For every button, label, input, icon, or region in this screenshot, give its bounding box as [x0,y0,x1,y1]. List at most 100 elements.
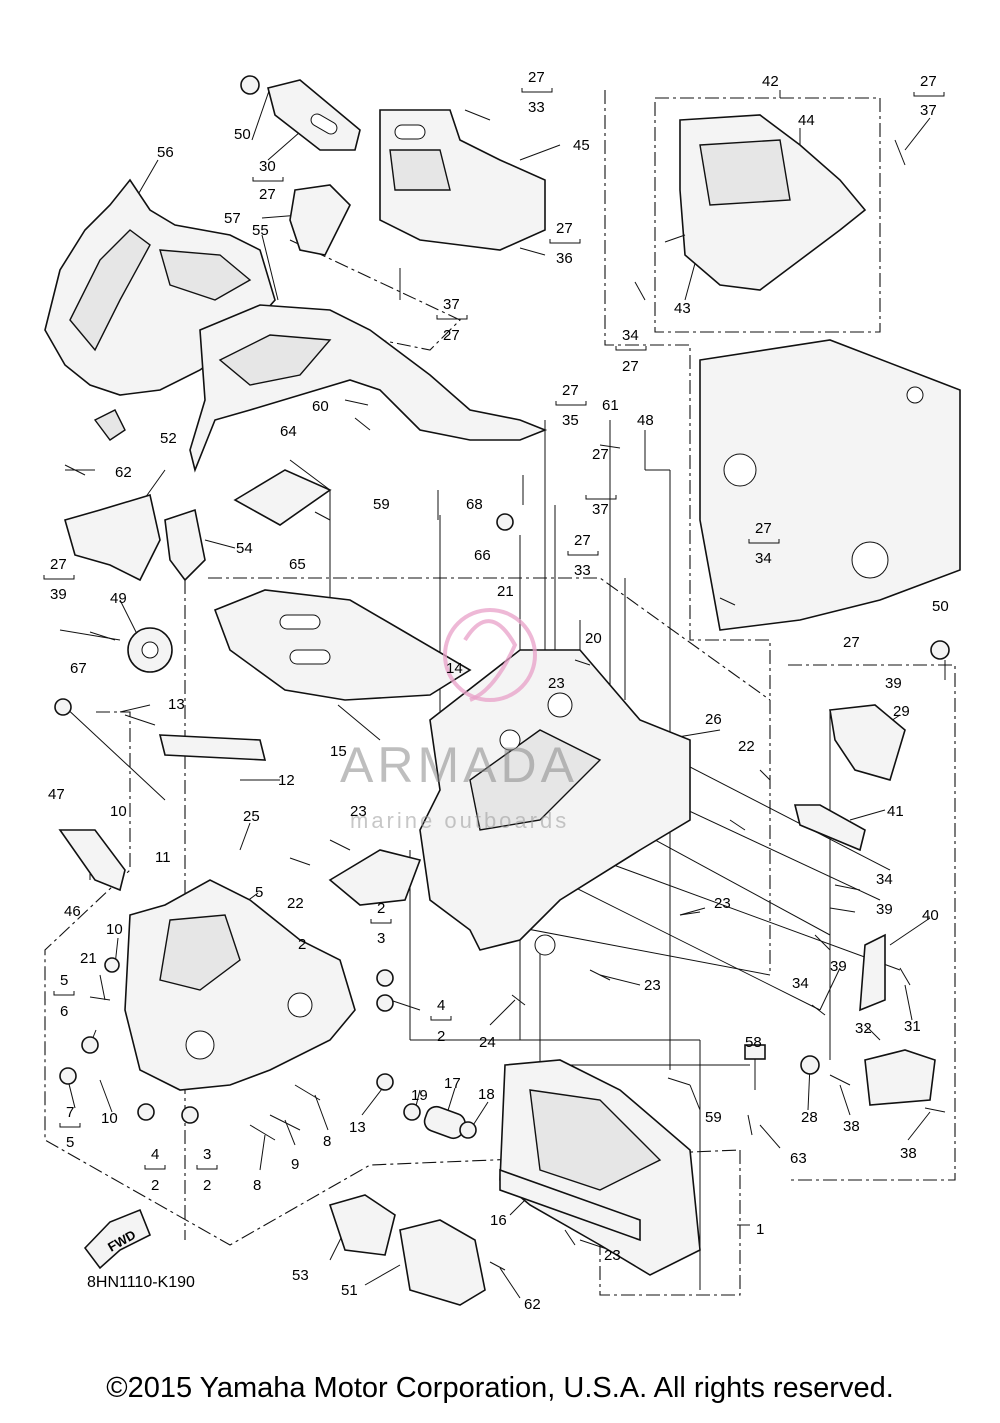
label-11: 11 [155,849,171,866]
label-6: 6 [60,1003,68,1020]
part-right-tunnel [699,339,961,631]
part-17-18-19-hose-parts [403,1103,477,1140]
label-21: 21 [80,950,97,967]
label-8: 8 [323,1133,331,1150]
copyright-notice: ©2015 Yamaha Motor Corporation, U.S.A. A… [106,1372,894,1404]
label-17: 17 [444,1075,461,1092]
part-45-handlebar-mount [379,109,546,251]
label-38: 38 [843,1118,860,1135]
part-32-guard [864,1049,936,1106]
part-55-tunnel-cover [189,304,548,473]
label-27: 27 [920,73,937,90]
label-12: 12 [278,772,295,789]
label-50: 50 [932,598,949,615]
label-23: 23 [644,977,661,994]
label-27: 27 [443,327,460,344]
part-57-plate [289,184,351,256]
label-63: 63 [790,1150,807,1167]
label-62: 62 [115,464,132,481]
label-26: 26 [705,711,722,728]
label-59: 59 [373,496,390,513]
label-28: 28 [801,1109,818,1126]
label-37: 37 [592,501,609,518]
label-2: 2 [151,1177,159,1194]
label-47: 47 [48,786,65,803]
label-57: 57 [224,210,241,227]
part-12-bushing-bar [158,734,267,761]
label-10: 10 [106,921,123,938]
watermark-tagline: marine outboards [350,808,569,833]
label-38: 38 [900,1145,917,1162]
label-68: 68 [466,496,483,513]
label-5: 5 [60,972,68,989]
label-49: 49 [110,590,127,607]
part-41-strap [793,804,866,852]
label-9: 9 [291,1156,299,1173]
label-34: 34 [755,550,772,567]
label-55: 55 [252,222,269,239]
label-39: 39 [885,675,902,692]
part-64-plate [233,469,332,526]
part-49-hub [127,627,173,673]
label-37: 37 [443,296,460,313]
part-40-bracket [859,933,886,1012]
label-19: 19 [411,1087,428,1104]
part-16-tube [499,1168,641,1242]
label-37: 37 [920,102,937,119]
label-24: 24 [479,1034,496,1051]
part-29-bracket [829,704,906,781]
label-8: 8 [253,1177,261,1194]
part-front-suspension-mount [124,879,356,1091]
label-22: 22 [738,738,755,755]
part-52-54-side-panels [64,493,206,582]
label-27: 27 [843,634,860,651]
label-31: 31 [904,1018,921,1035]
label-27: 27 [592,446,609,463]
part-46-bracket [58,829,126,892]
label-15: 15 [330,743,347,760]
label-40: 40 [922,907,939,924]
label-43: 43 [674,300,691,317]
diagram-code: 8HN1110-K190 [87,1274,195,1291]
parts-diagram: ARMADA marine outboards FWD 50 30 27 56 … [43,69,961,1313]
label-23: 23 [548,675,565,692]
part-53-51-airbox [328,1194,486,1306]
part-bolts [64,109,946,1271]
label-65: 65 [289,556,306,573]
label-29: 29 [893,703,910,720]
label-45: 45 [573,137,590,154]
label-5: 5 [255,884,263,901]
label-48: 48 [637,412,654,429]
label-42: 42 [762,73,779,90]
label-2: 2 [377,900,385,917]
label-33: 33 [528,99,545,116]
label-36: 36 [556,250,573,267]
part-15-upper-crossmember [213,589,472,701]
label-39: 39 [876,901,893,918]
watermark-brand: ARMADA [340,737,578,793]
label-3: 3 [203,1146,211,1163]
label-46: 46 [64,903,81,920]
label-60: 60 [312,398,329,415]
label-34: 34 [792,975,809,992]
label-27: 27 [50,556,67,573]
part-30-bracket [267,79,361,151]
part-23-23-left-rail [328,849,422,906]
label-3: 3 [377,930,385,947]
label-58: 58 [745,1034,762,1051]
label-32: 32 [855,1020,872,1037]
label-50: 50 [234,126,251,143]
label-13: 13 [168,696,185,713]
part-67-nut [54,698,72,716]
label-21: 21 [497,583,514,600]
label-25: 25 [243,808,260,825]
label-27: 27 [574,532,591,549]
label-67: 67 [70,660,87,677]
label-44: 44 [798,112,815,129]
label-10: 10 [101,1110,118,1127]
part-labels: 50 30 27 56 57 55 27 33 45 27 36 37 27 4… [48,69,949,1313]
part-main-chassis [419,649,691,956]
label-10: 10 [110,803,127,820]
label-53: 53 [292,1267,309,1284]
label-20: 20 [585,630,602,647]
